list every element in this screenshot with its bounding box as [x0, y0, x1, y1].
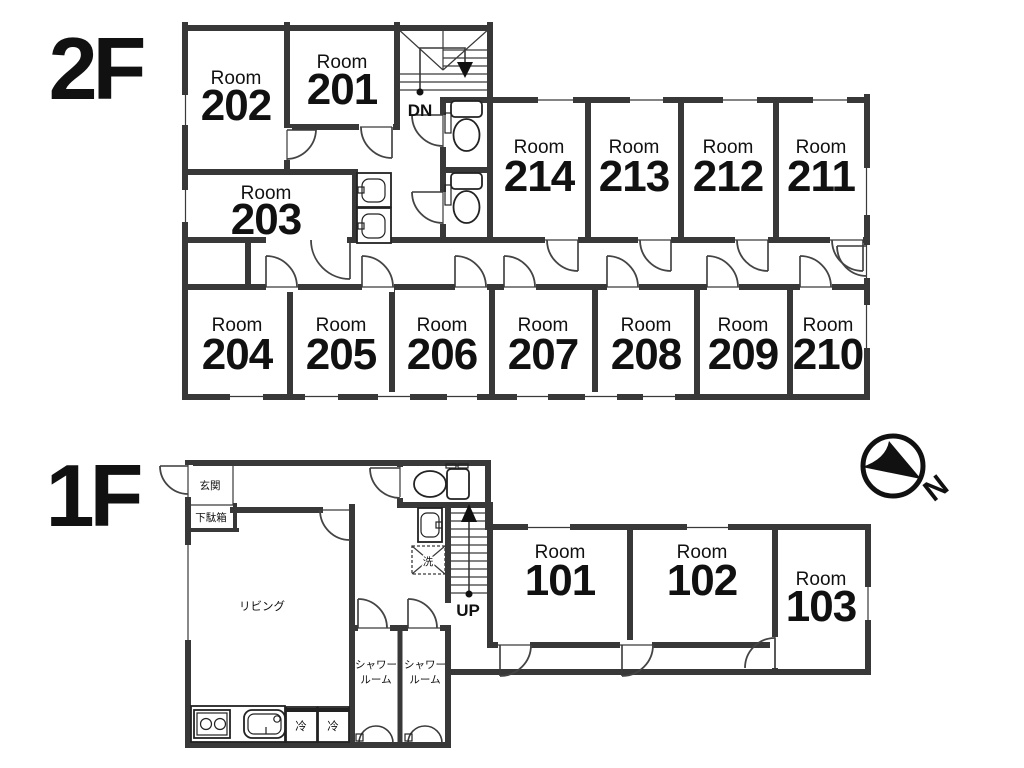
stairs-down: DN — [396, 27, 491, 120]
room-number: 208 — [611, 330, 682, 379]
room-label-201: Room 201 — [307, 52, 379, 114]
fridge-label: 冷 — [327, 720, 339, 733]
room-number: 209 — [708, 330, 778, 379]
shower-tray-icon — [404, 725, 443, 744]
fridge-icon: 冷 — [317, 706, 350, 743]
room-name: Room — [241, 183, 292, 204]
floor-1f: 1F — [46, 446, 873, 748]
room-number: 101 — [525, 556, 596, 605]
room-label-212: Room 212 — [693, 137, 764, 201]
sink-icon — [356, 207, 392, 244]
floor-1f-label: 1F — [46, 446, 141, 545]
toilet-icon — [444, 100, 483, 152]
room-label-102: Room 102 — [667, 542, 738, 605]
laundry-label: 洗 — [423, 556, 434, 568]
room-number: 207 — [508, 330, 578, 379]
room-label-206: Room 206 — [407, 315, 478, 379]
shower-label-line1: シャワー — [404, 659, 446, 671]
room-label-214: Room 214 — [504, 137, 577, 201]
room-label-202: Room 202 — [201, 68, 272, 130]
room-label-209: Room 209 — [708, 315, 779, 379]
room-number: 202 — [201, 81, 271, 130]
washer-box-icon: 洗 — [411, 545, 446, 575]
toilet-icon — [444, 172, 483, 224]
room-number: 213 — [599, 152, 669, 201]
shower-label-line1: シャワー — [355, 659, 397, 671]
compass-circle — [860, 433, 926, 499]
room-label-101: Room 101 — [525, 542, 597, 605]
room-number: 205 — [306, 330, 377, 379]
room-number: 212 — [693, 152, 763, 201]
room-name: Room — [316, 315, 367, 336]
room-name: Room — [317, 52, 368, 73]
room-number: 206 — [407, 330, 477, 379]
entrance-label: 玄関 — [200, 479, 221, 492]
room-label-207: Room 207 — [508, 315, 579, 379]
door-arcs-1f — [159, 465, 776, 677]
room-name: Room — [621, 315, 672, 336]
room-name: Room — [211, 68, 262, 89]
room-name: Room — [417, 315, 468, 336]
room-number: 103 — [786, 582, 856, 631]
fridge-label: 冷 — [295, 720, 307, 733]
room-label-208: Room 208 — [611, 315, 683, 379]
entrance-divider — [189, 463, 234, 506]
wall-openings-2f — [181, 95, 871, 401]
room-name: Room — [703, 137, 754, 158]
room-name: Room — [718, 315, 769, 336]
stairs-down-label: DN — [408, 101, 433, 120]
kitchen-counter — [190, 705, 286, 743]
room-number: 203 — [231, 195, 301, 244]
room-number: 102 — [667, 556, 737, 605]
room-label-203: Room 203 — [231, 183, 302, 244]
room-name: Room — [609, 137, 660, 158]
floor-2f: 2F — [49, 19, 871, 401]
shoe-cabinet-label: 下駄箱 — [195, 511, 227, 524]
shower-label-line2: ルーム — [409, 674, 440, 686]
room-number: 204 — [202, 330, 274, 379]
shower-room-2: シャワー ルーム — [404, 659, 446, 744]
room-label-204: Room 204 — [202, 315, 275, 379]
sink-icon — [356, 172, 392, 208]
room-name: Room — [518, 315, 569, 336]
room-name: Room — [514, 137, 565, 158]
room-label-211: Room 211 — [787, 137, 857, 201]
stove-icon — [193, 709, 231, 739]
stairs-up-label: UP — [456, 601, 480, 620]
room-number: 201 — [307, 65, 378, 114]
room-number: 214 — [504, 152, 576, 201]
shoe-cabinet-walls — [186, 503, 239, 532]
shower-tray-icon — [355, 725, 394, 744]
compass: N — [860, 433, 955, 508]
shower-room-1: シャワー ルーム — [355, 659, 397, 744]
stairs-up: UP — [451, 504, 487, 620]
room-number: 211 — [787, 152, 856, 201]
room-name: Room — [535, 542, 586, 563]
compass-needle-icon — [862, 441, 921, 479]
room-label-213: Room 213 — [599, 137, 670, 201]
fridge-icon: 冷 — [285, 706, 318, 743]
room-name: Room — [803, 315, 854, 336]
floor-2f-label: 2F — [49, 19, 144, 118]
sink-icon — [417, 507, 443, 543]
living-label: リビング — [239, 599, 285, 613]
room-name: Room — [796, 137, 847, 158]
shower-label-line2: ルーム — [360, 674, 391, 686]
room-label-205: Room 205 — [306, 315, 378, 379]
room-label-210: Room 210 — [793, 315, 864, 379]
room-label-103: Room 103 — [786, 569, 857, 631]
toilet-icon — [413, 463, 470, 500]
door-arcs-2f — [265, 114, 868, 288]
room-name: Room — [212, 315, 263, 336]
room-number: 210 — [793, 330, 863, 379]
room-name: Room — [796, 569, 847, 590]
room-name: Room — [677, 542, 728, 563]
kitchen-sink-icon — [243, 709, 286, 739]
